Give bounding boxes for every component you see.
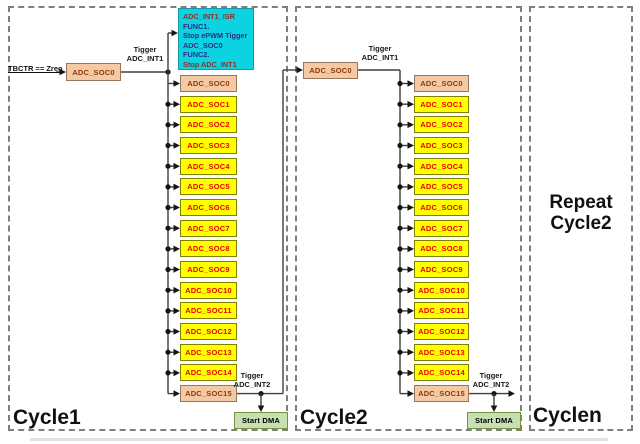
note-line: Cycle2 bbox=[550, 212, 612, 234]
note-line: Repeat bbox=[549, 192, 613, 213]
trigger-label-line: ADC_INT1 bbox=[126, 54, 164, 64]
cycle2-int1-trigger-label: Tigger ADC_INT1 bbox=[356, 44, 404, 63]
isr-line: ADC_INT1_ISR bbox=[183, 12, 235, 21]
cycle1-soc-box-7: ADC_SOC7 bbox=[180, 219, 237, 237]
cycle2-soc-box-9: ADC_SOC9 bbox=[414, 261, 469, 278]
cycle1-soc-box-6: ADC_SOC6 bbox=[180, 199, 237, 216]
cycle1-soc-box-8: ADC_SOC8 bbox=[180, 240, 237, 258]
isr-line: ADC_SOC0 bbox=[183, 40, 223, 50]
cycle1-soc-box-2: ADC_SOC2 bbox=[180, 116, 237, 134]
page-edge-shadow bbox=[30, 438, 608, 441]
cycle2-soc-box-11: ADC_SOC11 bbox=[414, 302, 469, 320]
cycle1-soc-box-1: ADC_SOC1 bbox=[180, 95, 237, 113]
cycle1-int2-trigger-label: Tigger ADC_INT2 bbox=[229, 371, 275, 390]
trigger-label-line: ADC_INT1 bbox=[361, 53, 399, 63]
cycle1-int1-trigger-label: Tigger ADC_INT1 bbox=[121, 45, 169, 64]
cycle1-soc-box-9: ADC_SOC9 bbox=[180, 261, 237, 278]
isr-line: FUNC1. bbox=[183, 21, 210, 31]
cycle1-trigger-soc0-box: ADC_SOC0 bbox=[66, 63, 121, 81]
cycle1-soc-box-15: ADC_SOC15 bbox=[180, 385, 237, 403]
cycle1-soc-box-13: ADC_SOC13 bbox=[180, 343, 237, 361]
trigger-label-line: Tigger bbox=[133, 45, 157, 54]
region-cycle1-border bbox=[8, 6, 288, 431]
isr-line: Stop ePWM Tigger bbox=[183, 31, 248, 41]
cycle2-soc-box-1: ADC_SOC1 bbox=[414, 95, 469, 113]
repeat-cycle2-note: Repeat Cycle2 bbox=[529, 192, 633, 234]
trigger-label-line: ADC_INT2 bbox=[233, 380, 271, 390]
cycle1-start-dma-box: Start DMA bbox=[234, 412, 288, 429]
cycle2-soc-box-6: ADC_SOC6 bbox=[414, 199, 469, 216]
region-cycle2-border bbox=[295, 6, 522, 431]
isr-line: FUNC2. bbox=[183, 50, 210, 60]
trigger-label-line: Tigger bbox=[479, 371, 503, 380]
cycle2-soc-box-5: ADC_SOC5 bbox=[414, 178, 469, 196]
cycle2-soc-box-3: ADC_SOC3 bbox=[414, 137, 469, 154]
cycle2-soc-box-8: ADC_SOC8 bbox=[414, 240, 469, 258]
cycle2-label: Cycle2 bbox=[300, 406, 368, 429]
isr-line: Stop ADC_INT1 bbox=[183, 59, 237, 69]
cycle1-soc-box-5: ADC_SOC5 bbox=[180, 178, 237, 196]
cycle1-soc-box-3: ADC_SOC3 bbox=[180, 137, 237, 154]
cycle2-trigger-soc0-box: ADC_SOC0 bbox=[303, 62, 358, 79]
cycle2-soc-box-2: ADC_SOC2 bbox=[414, 116, 469, 134]
cycle2-soc-box-7: ADC_SOC7 bbox=[414, 219, 469, 237]
cycle1-label: Cycle1 bbox=[13, 406, 81, 429]
cycle2-soc-box-13: ADC_SOC13 bbox=[414, 343, 469, 361]
cycle1-soc-box-14: ADC_SOC14 bbox=[180, 364, 237, 382]
cycle2-start-dma-box: Start DMA bbox=[467, 412, 521, 429]
cycle2-soc-box-0: ADC_SOC0 bbox=[414, 75, 469, 92]
cycle1-soc-box-12: ADC_SOC12 bbox=[180, 323, 237, 340]
cycle2-soc-box-15: ADC_SOC15 bbox=[414, 385, 469, 403]
cycle2-soc-box-10: ADC_SOC10 bbox=[414, 281, 469, 299]
cycle2-soc-box-4: ADC_SOC4 bbox=[414, 157, 469, 175]
cycle1-soc-box-11: ADC_SOC11 bbox=[180, 302, 237, 320]
cycle2-int2-trigger-label: Tigger ADC_INT2 bbox=[468, 371, 514, 390]
cycle1-soc-box-10: ADC_SOC10 bbox=[180, 281, 237, 299]
cyclen-label: Cyclen bbox=[533, 404, 602, 427]
trigger-label-line: Tigger bbox=[240, 371, 264, 380]
cycle2-soc-box-12: ADC_SOC12 bbox=[414, 323, 469, 340]
region-cyclen-border bbox=[529, 6, 633, 431]
cycle2-soc-box-14: ADC_SOC14 bbox=[414, 364, 469, 382]
trigger-label-line: Tigger bbox=[368, 44, 392, 53]
tbctr-condition-label: TBCTR == Zreo bbox=[8, 64, 63, 73]
trigger-label-line: ADC_INT2 bbox=[472, 380, 510, 390]
cycle1-soc-box-4: ADC_SOC4 bbox=[180, 157, 237, 175]
cycle1-soc-box-0: ADC_SOC0 bbox=[180, 75, 237, 92]
